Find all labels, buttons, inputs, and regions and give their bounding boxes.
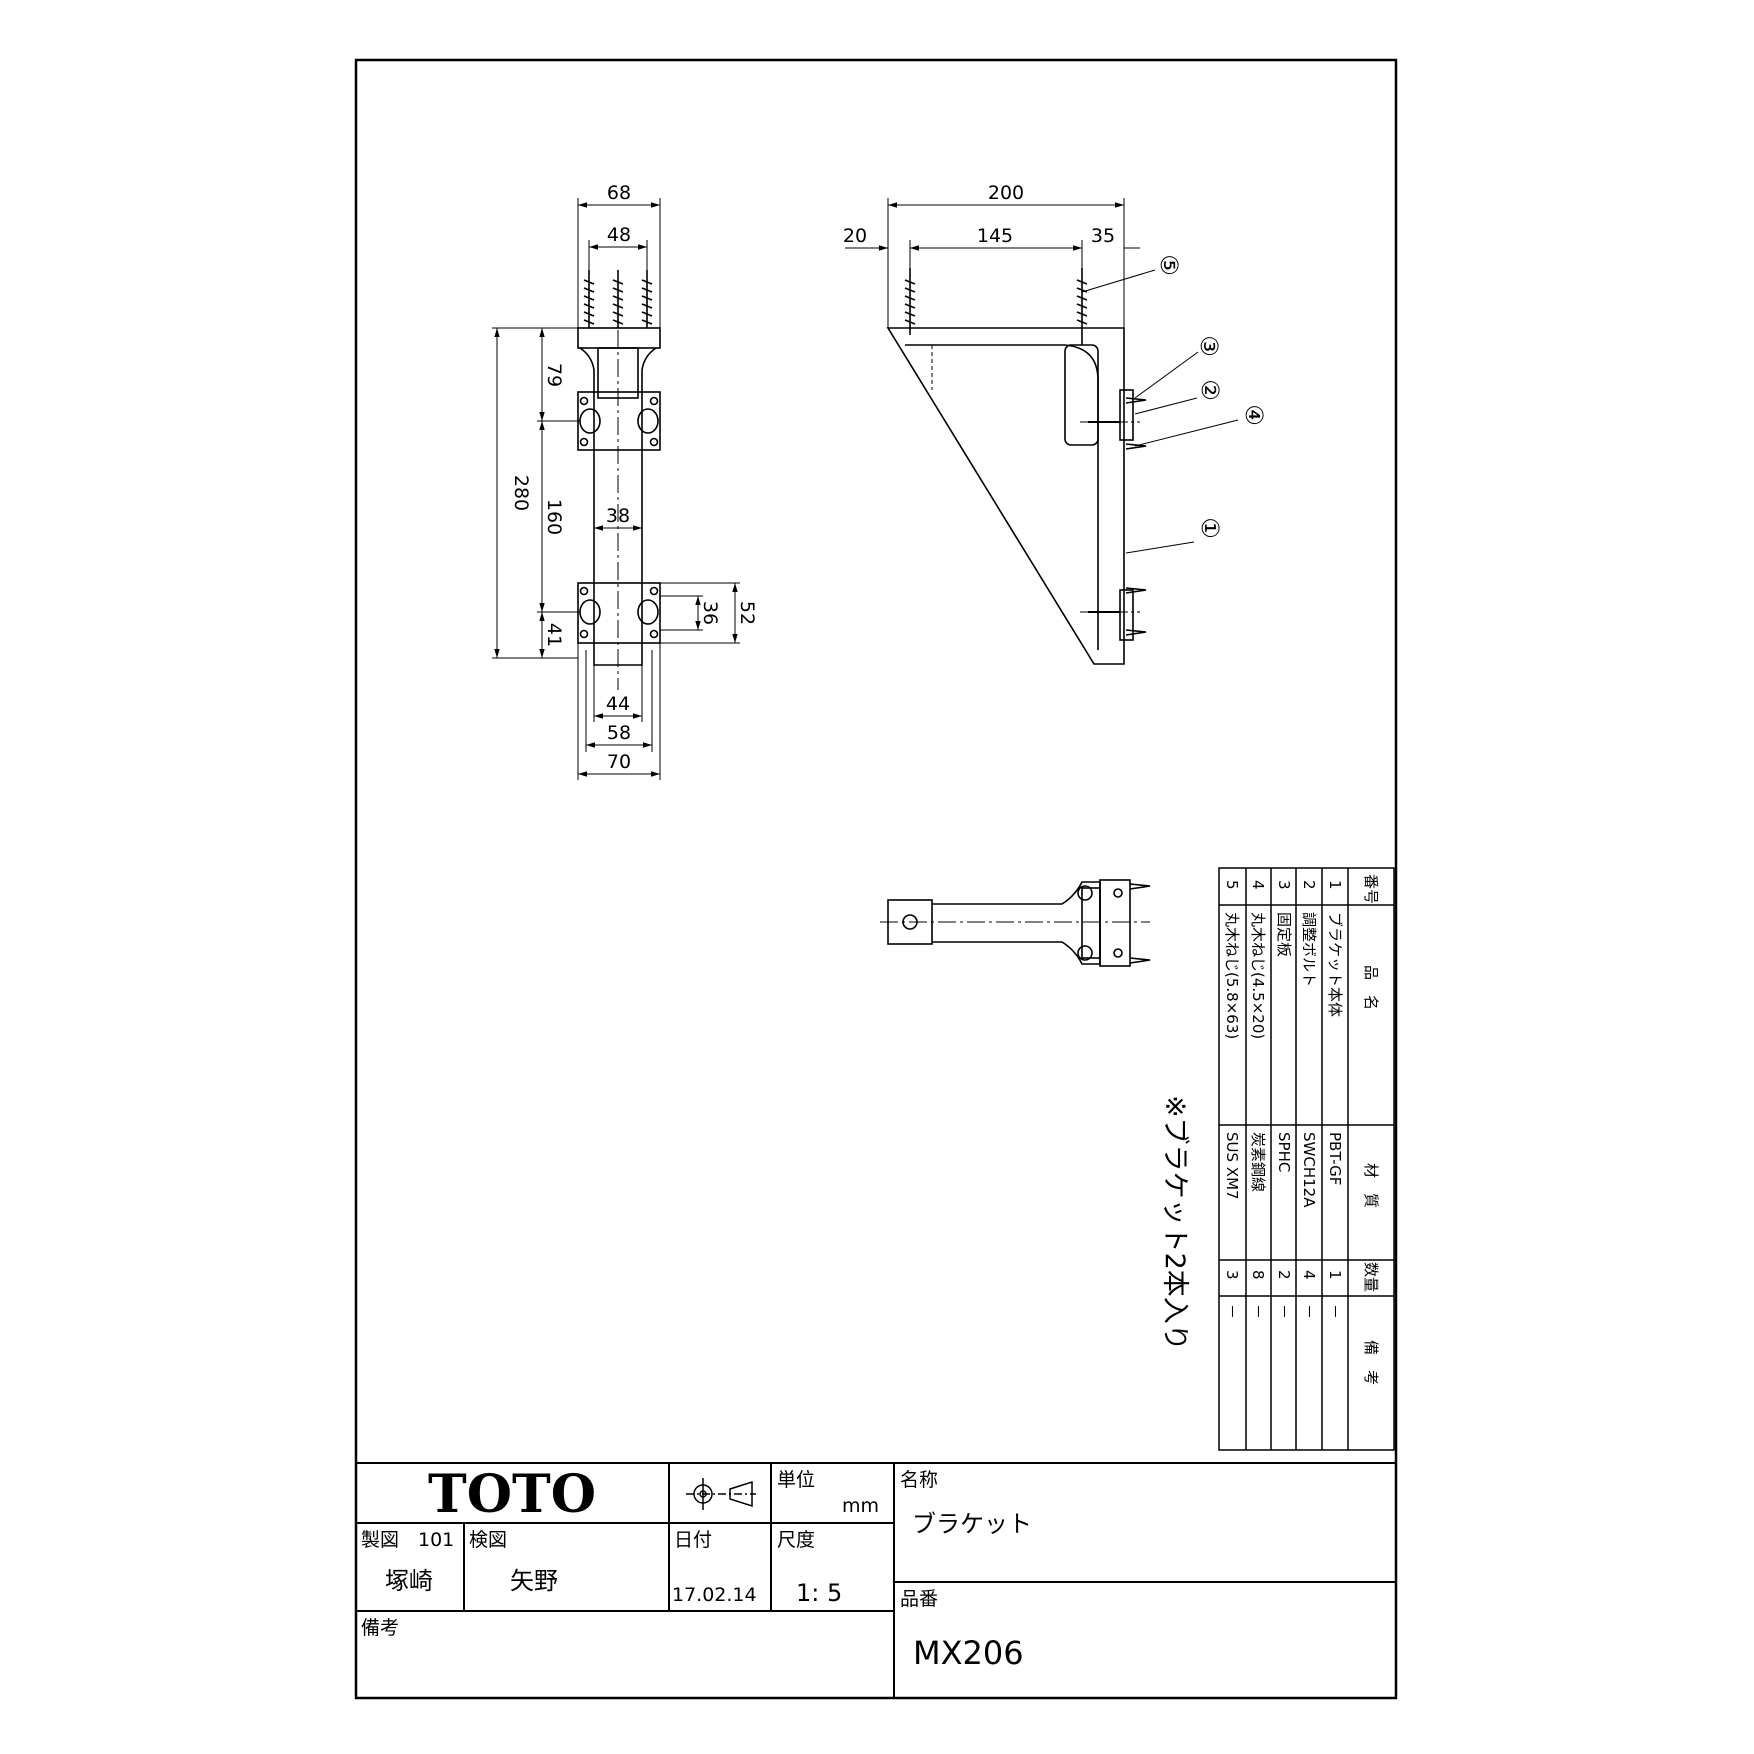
side-view	[886, 268, 1147, 665]
bracket-count-note: ※ブラケット2本入り	[1159, 1095, 1190, 1351]
front-view	[577, 270, 661, 690]
dim-48: 48	[607, 224, 631, 246]
date-value: 17.02.14	[672, 1584, 757, 1606]
parts-header-material: 材 質	[1362, 1163, 1380, 1208]
part-5-remarks: －	[1223, 1304, 1241, 1319]
drawn-number: 101	[418, 1529, 454, 1551]
drawn-by: 塚崎	[385, 1567, 433, 1595]
part-4-qty: 8	[1249, 1270, 1267, 1280]
parts-list-table	[1218, 867, 1395, 1451]
part-2-material: SWCH12A	[1300, 1132, 1318, 1208]
remarks-label: 備考	[361, 1617, 399, 1639]
dim-20: 20	[843, 225, 867, 247]
part-4-material: 炭素鋼線	[1249, 1132, 1267, 1192]
part-1-remarks: －	[1326, 1304, 1344, 1319]
dim-145: 145	[977, 225, 1013, 247]
part-3-remarks: －	[1275, 1304, 1293, 1319]
dim-35: 35	[1091, 225, 1115, 247]
drawn-label: 製図	[361, 1529, 399, 1551]
lower-mount-plate	[577, 582, 661, 644]
top-view	[880, 879, 1151, 967]
part-3-material: SPHC	[1275, 1132, 1293, 1172]
part-number-label: 品番	[900, 1588, 938, 1610]
screw-side-right	[1076, 268, 1088, 345]
parts-header-no: 番号	[1362, 874, 1380, 904]
part-1-no: 1	[1326, 880, 1344, 890]
name-label: 名称	[900, 1469, 938, 1491]
part-1-name: ブラケット本体	[1326, 912, 1344, 1017]
screw-right	[641, 270, 653, 328]
scale-value: 1: 5	[796, 1579, 842, 1607]
dim-200: 200	[988, 182, 1024, 204]
dim-68: 68	[607, 182, 631, 204]
projection-symbol	[686, 1478, 756, 1510]
part-3-name: 固定板	[1275, 912, 1293, 957]
dim-36: 36	[699, 601, 721, 625]
part-5-material: SUS XM7	[1223, 1132, 1241, 1200]
part-5-name: 丸木ねじ(5.8×63)	[1223, 912, 1241, 1039]
part-5-no: 5	[1223, 880, 1241, 890]
part-3-qty: 2	[1275, 1270, 1293, 1280]
dim-160: 160	[543, 499, 565, 535]
part-4-no: 4	[1249, 880, 1267, 890]
screw-side-left	[904, 268, 916, 335]
dim-38: 38	[606, 505, 630, 527]
checked-label: 検図	[469, 1529, 507, 1551]
unit-label: 単位	[777, 1469, 815, 1491]
screw-left	[583, 270, 595, 328]
dim-41: 41	[543, 623, 565, 647]
unit-value: mm	[842, 1495, 879, 1517]
part-1-qty: 1	[1326, 1270, 1344, 1280]
callout-2: ②	[1196, 379, 1224, 401]
side-dimensions	[845, 198, 1239, 554]
dim-58: 58	[607, 722, 631, 744]
sheet-border	[354, 58, 1398, 1700]
dim-52: 52	[736, 601, 758, 625]
callout-4: ④	[1240, 404, 1268, 426]
part-2-qty: 4	[1300, 1270, 1318, 1280]
checked-by: 矢野	[510, 1567, 558, 1595]
toto-logo: TOTO	[428, 1464, 596, 1525]
scale-label: 尺度	[777, 1529, 815, 1551]
callout-5: ⑤	[1155, 254, 1183, 276]
dim-70: 70	[607, 751, 631, 773]
parts-header-name: 品 名	[1362, 965, 1380, 1010]
dim-44: 44	[606, 693, 630, 715]
date-label: 日付	[674, 1529, 712, 1551]
dim-280: 280	[510, 475, 532, 511]
bracket-body	[886, 327, 1125, 665]
part-name: ブラケット	[912, 1510, 1032, 1538]
part-number: MX206	[913, 1634, 1024, 1672]
part-3-no: 3	[1275, 880, 1293, 890]
front-dimensions	[492, 198, 740, 780]
screw-center	[612, 270, 624, 328]
upper-mount-plate	[577, 391, 661, 451]
title-block	[356, 1462, 1396, 1698]
parts-header-remarks: 備 考	[1362, 1340, 1380, 1385]
part-2-remarks: －	[1300, 1304, 1318, 1319]
part-1-material: PBT-GF	[1326, 1132, 1344, 1185]
callout-1: ①	[1196, 517, 1224, 539]
dim-79: 79	[543, 363, 565, 387]
part-4-name: 丸木ねじ(4.5×20)	[1249, 912, 1267, 1039]
part-4-remarks: －	[1249, 1304, 1267, 1319]
part-5-qty: 3	[1223, 1270, 1241, 1280]
parts-header-qty: 数量	[1362, 1262, 1380, 1292]
callout-3: ③	[1195, 335, 1223, 357]
part-2-name: 調整ボルト	[1300, 912, 1318, 987]
part-2-no: 2	[1300, 880, 1318, 890]
